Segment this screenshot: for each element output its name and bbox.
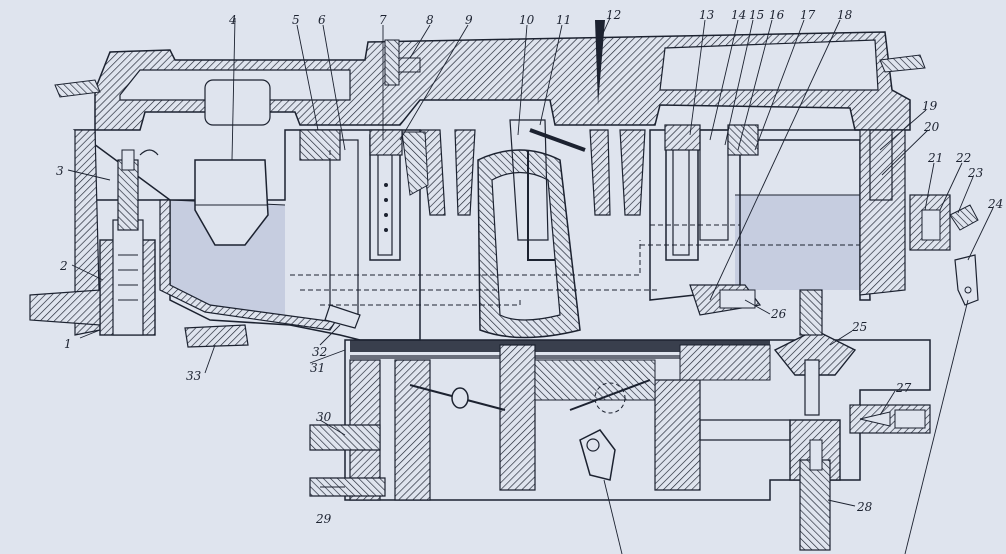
label-31: 31 [310,361,325,375]
label-19: 19 [922,99,938,113]
main-jets [299,124,893,316]
label-20: 20 [923,120,940,134]
fuel-channels [290,150,860,306]
label-15: 15 [749,8,764,22]
label-25: 25 [851,320,867,334]
carburetor-cover [54,31,926,131]
label-33: 33 [186,369,202,383]
label-5: 5 [292,13,300,27]
label-32: 32 [312,345,327,359]
label-7: 7 [379,13,387,27]
label-18: 18 [837,8,853,22]
label-12: 12 [606,8,621,22]
accelerator-pump [909,194,979,306]
label-29: 29 [315,512,332,526]
label-30: 30 [316,410,332,424]
label-1: 1 [64,337,72,351]
float [194,159,269,246]
fuel-inlet-valve [29,149,159,336]
label-3: 3 [56,164,64,178]
label-23: 23 [967,166,984,180]
label-16: 16 [769,8,785,22]
venturi-left [401,129,476,216]
label-4: 4 [228,13,237,27]
label-28: 28 [856,500,873,514]
label-13: 13 [699,8,715,22]
label-22: 22 [955,151,971,165]
label-21: 21 [927,151,943,165]
venturi-right [589,129,646,216]
fittings [184,20,605,497]
label-6: 6 [318,13,326,27]
label-17: 17 [800,8,816,22]
main-mixing-chamber [477,119,586,339]
carburetor-body [72,129,931,501]
leader-lines [67,17,994,554]
label-27: 27 [895,381,912,395]
part-labels: 1 2 3 4 5 6 7 8 9 10 11 12 13 14 15 16 1… [56,8,1003,526]
label-8: 8 [426,13,434,27]
label-14: 14 [731,8,746,22]
throttle-valves [409,379,651,481]
label-10: 10 [519,13,535,27]
label-2: 2 [59,259,68,273]
label-24: 24 [987,197,1003,211]
economizer-valve [689,284,931,551]
label-9: 9 [465,13,473,27]
label-11: 11 [556,13,571,27]
label-26: 26 [770,307,787,321]
